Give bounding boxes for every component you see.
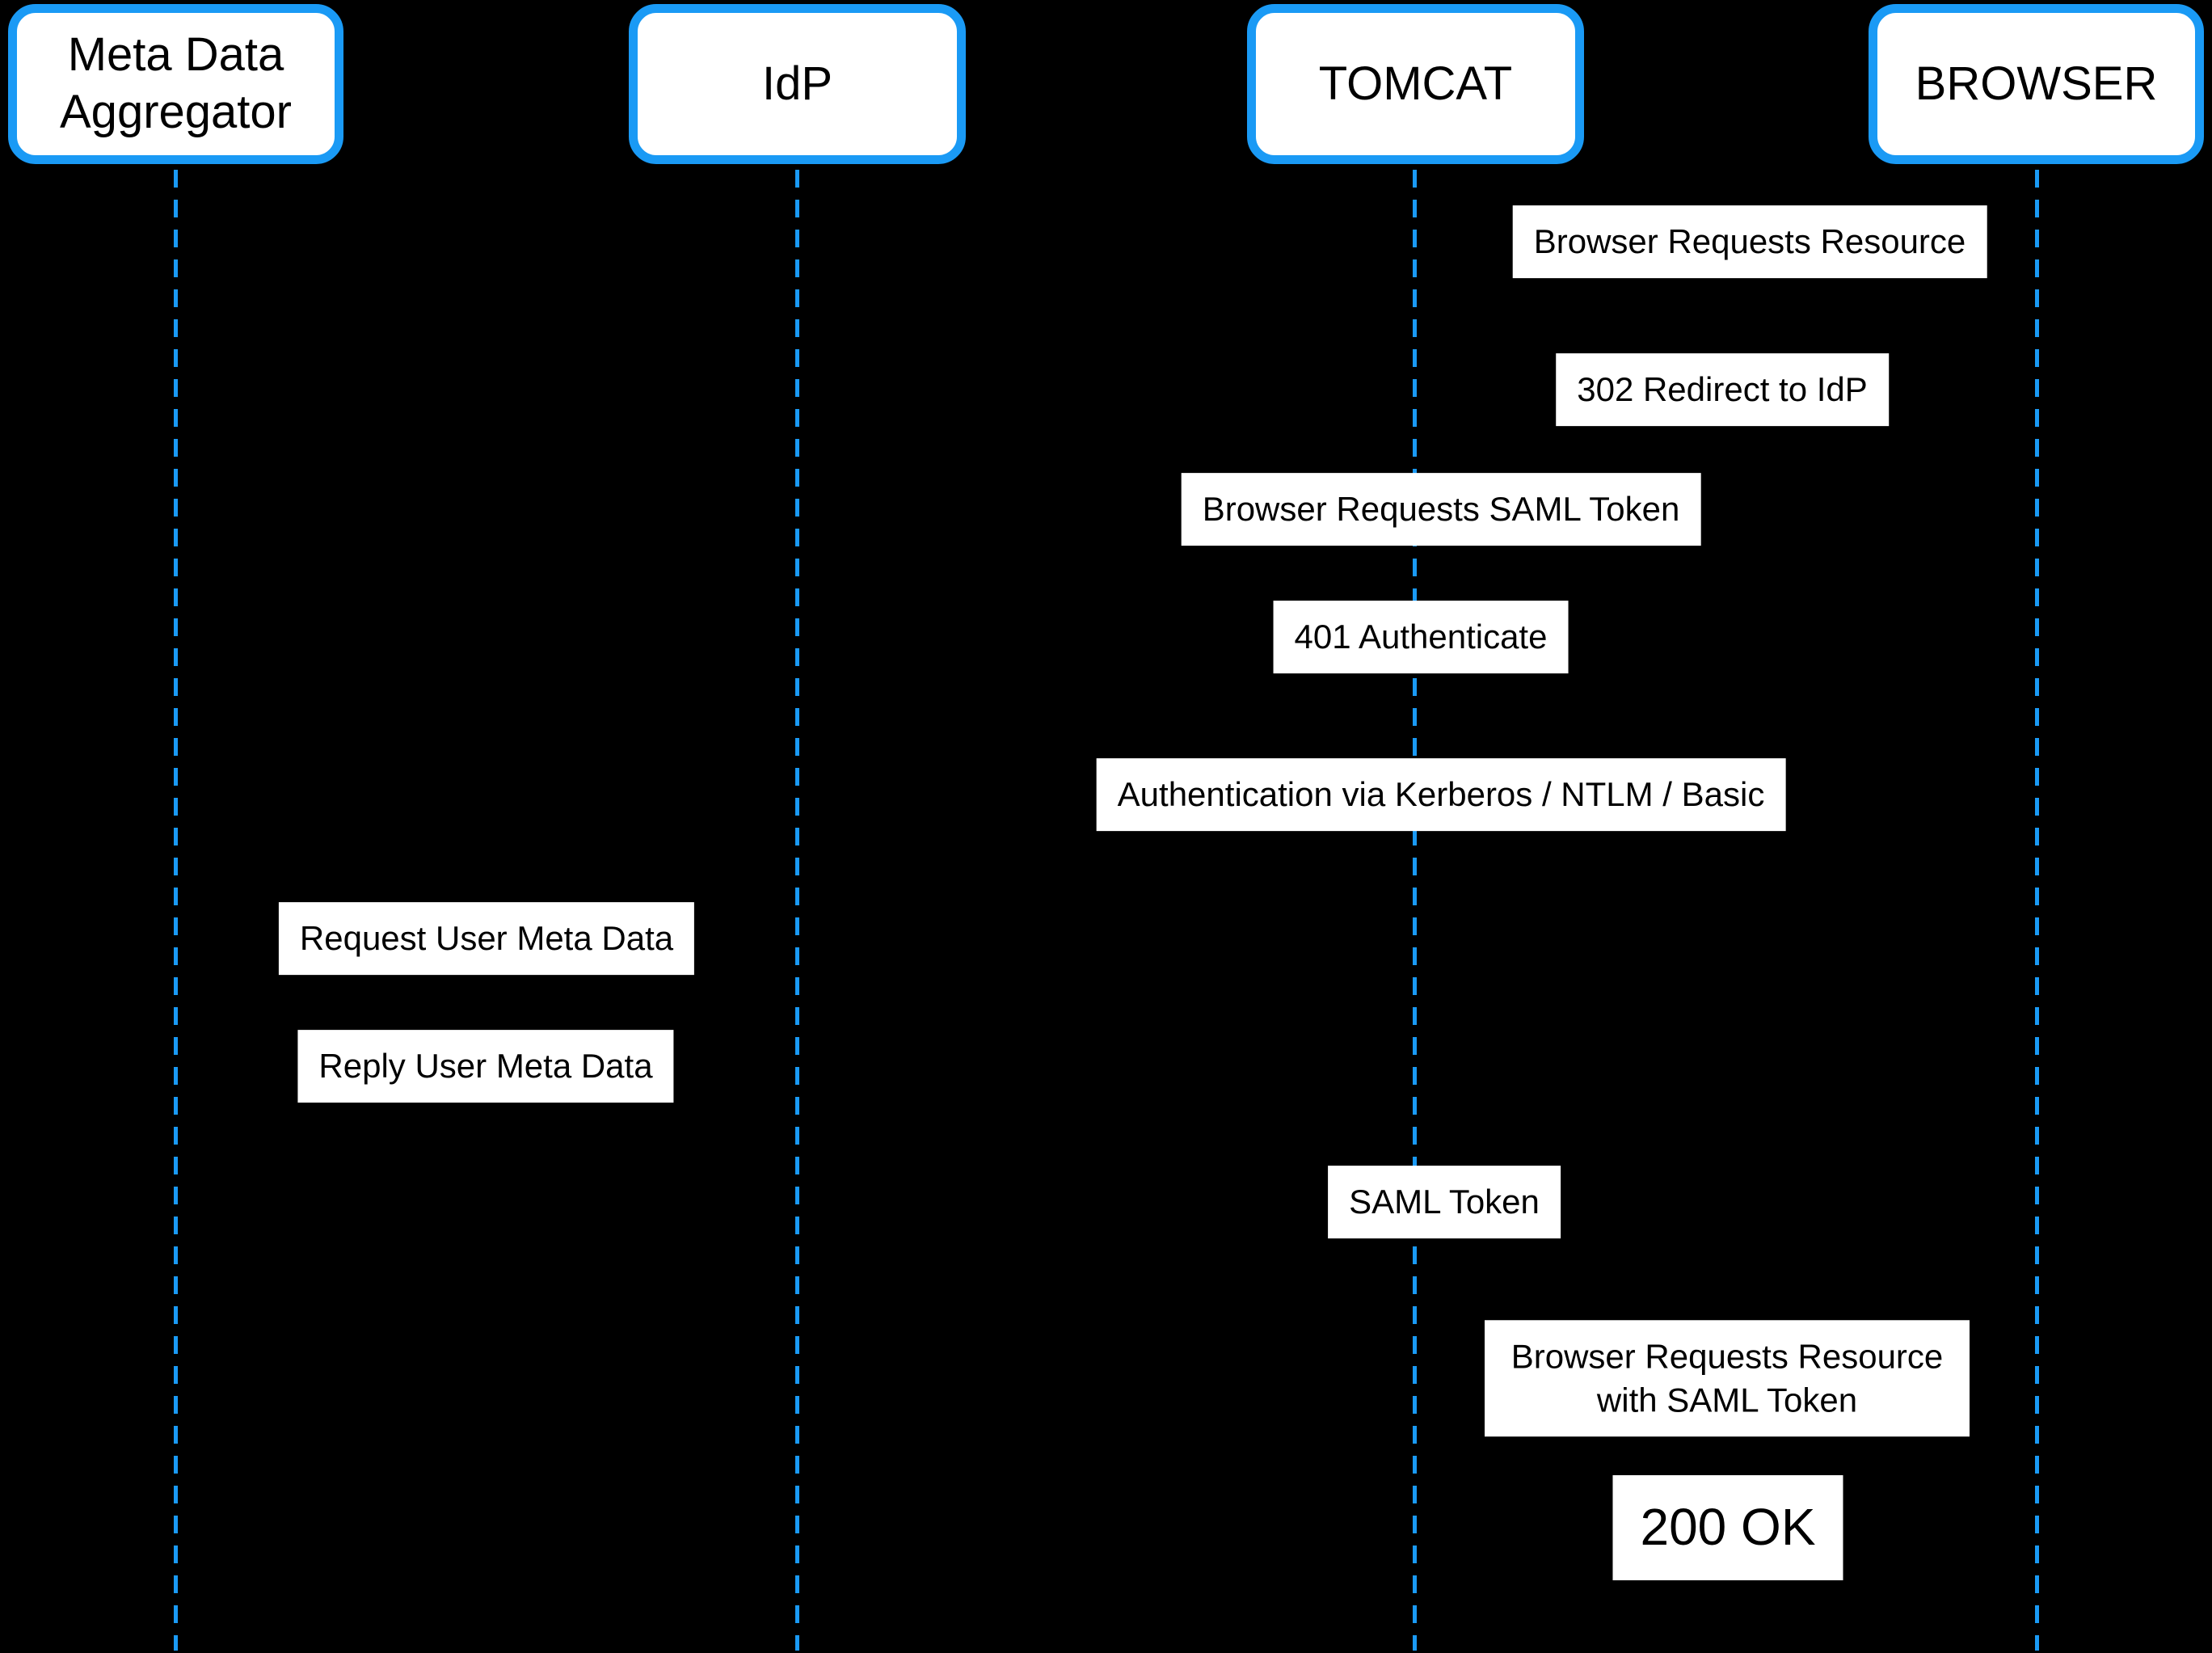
message-authentication-via-kerberos-ntlm-basic: Authentication via Kerberos / NTLM / Bas… bbox=[1096, 758, 1786, 831]
message-browser-requests-saml-token: Browser Requests SAML Token bbox=[1181, 473, 1701, 546]
message-browser-requests-resource-with-saml-token: Browser Requests Resource with SAML Toke… bbox=[1485, 1320, 1970, 1436]
actor-browser: BROWSER bbox=[1869, 4, 2204, 164]
message-saml-token: SAML Token bbox=[1328, 1166, 1561, 1238]
message-reply-user-meta-data: Reply User Meta Data bbox=[297, 1030, 674, 1103]
message-302-redirect-to-idp: 302 Redirect to IdP bbox=[1556, 353, 1889, 426]
actor-tomcat-label: TOMCAT bbox=[1318, 57, 1513, 110]
actor-meta-data-aggregator: Meta Data Aggregator bbox=[8, 4, 343, 164]
actor-idp: IdP bbox=[629, 4, 966, 164]
actor-idp-label: IdP bbox=[761, 57, 833, 110]
message-200-ok: 200 OK bbox=[1612, 1475, 1843, 1580]
lifeline-browser bbox=[2035, 170, 2039, 1651]
actor-meta-data-aggregator-label: Meta Data Aggregator bbox=[60, 28, 292, 138]
lifeline-tomcat bbox=[1413, 170, 1417, 1651]
message-401-authenticate: 401 Authenticate bbox=[1273, 601, 1569, 673]
message-browser-requests-resource: Browser Requests Resource bbox=[1512, 205, 1987, 278]
message-request-user-meta-data: Request User Meta Data bbox=[278, 902, 695, 975]
actor-tomcat: TOMCAT bbox=[1247, 4, 1584, 164]
actor-browser-label: BROWSER bbox=[1915, 57, 2158, 110]
lifeline-meta-data-aggregator bbox=[174, 170, 178, 1651]
lifeline-idp bbox=[795, 170, 799, 1651]
